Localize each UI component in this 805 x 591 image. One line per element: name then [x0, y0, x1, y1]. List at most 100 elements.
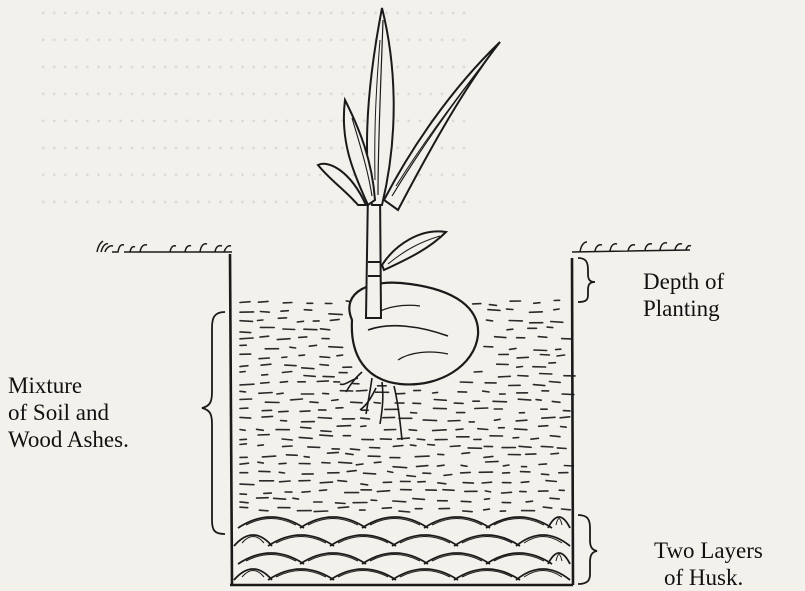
soil-dash — [240, 302, 250, 303]
soil-dash — [444, 475, 452, 476]
soil-dash — [279, 411, 288, 412]
soil-dash — [551, 322, 563, 323]
soil-dash — [488, 310, 500, 311]
soil-dash — [282, 372, 291, 373]
soil-dash — [283, 329, 295, 330]
soil-dash — [534, 350, 547, 351]
soil-dash — [347, 471, 356, 472]
soil-dash — [304, 329, 317, 330]
soil-dash — [526, 501, 532, 502]
soil-dash — [489, 305, 496, 306]
soil-dash — [240, 507, 248, 508]
soil-dash — [240, 444, 246, 445]
soil-dash — [304, 376, 315, 377]
soil-dash — [286, 455, 297, 456]
soil-dash — [423, 420, 436, 421]
soil-dash — [258, 301, 268, 302]
pit-left-wall — [230, 254, 232, 585]
soil-dash — [280, 481, 291, 482]
soil-dash — [538, 337, 547, 338]
pit-right-wall — [572, 258, 573, 585]
soil-dash — [262, 416, 273, 417]
soil-dash — [283, 446, 293, 447]
label-depth-line-1: Depth of — [643, 268, 724, 295]
soil-dash — [483, 391, 489, 392]
soil-dash — [258, 445, 264, 446]
soil-dash — [484, 456, 493, 457]
soil-dash — [364, 473, 376, 474]
soil-dash — [557, 448, 566, 449]
soil-dash — [240, 463, 249, 464]
soil-dash — [463, 511, 472, 512]
soil-dash — [240, 399, 252, 400]
soil-dash — [518, 399, 531, 400]
soil-dash — [320, 365, 328, 366]
soil-dash — [499, 376, 511, 377]
soil-dash — [542, 417, 555, 418]
soil-dash — [557, 355, 565, 356]
soil-dash — [552, 401, 560, 402]
mixture-brace — [202, 312, 225, 534]
soil-dash — [240, 484, 254, 485]
label-mixture-line-2: of Soil and — [8, 399, 129, 426]
soil-dash — [433, 430, 447, 431]
soil-dash — [282, 439, 292, 440]
soil-dash — [262, 375, 268, 376]
soil-dash — [547, 327, 553, 328]
soil-dash — [562, 509, 571, 510]
soil-dash — [321, 431, 331, 432]
soil-dash — [502, 492, 512, 493]
husk-brace — [578, 515, 597, 584]
label-mixture-line-1: Mixture — [8, 372, 129, 399]
soil-dash — [393, 467, 407, 468]
soil-dash — [443, 490, 454, 491]
soil-dash — [314, 511, 328, 512]
soil-dash — [329, 347, 343, 348]
soil-dash — [336, 503, 346, 504]
soil-dash — [278, 318, 286, 319]
soil-dash — [517, 367, 523, 368]
soil-dash — [310, 402, 318, 403]
soil-dash — [521, 482, 529, 483]
soil-dash — [260, 336, 269, 337]
soil-dash — [240, 321, 253, 322]
soil-dash — [484, 509, 490, 510]
soil-dash — [328, 452, 339, 453]
soil-dash — [304, 457, 309, 458]
soil-dash — [300, 411, 310, 412]
soil-dash — [318, 418, 331, 419]
soil-dash — [516, 420, 527, 421]
soil-dash — [337, 355, 343, 356]
soil-dash — [308, 447, 320, 448]
soil-dash — [259, 510, 268, 511]
soil-dash — [413, 499, 425, 500]
soil-dash — [320, 435, 333, 436]
soil-dash — [279, 463, 286, 464]
soil-dash — [338, 507, 348, 508]
soil-dash — [240, 417, 251, 418]
soil-dash — [417, 466, 428, 467]
soil-dash — [279, 472, 284, 473]
soil-dash — [550, 436, 560, 437]
soil-dash — [493, 401, 507, 402]
soil-dash — [388, 471, 393, 472]
label-husk-layers: Two Layers of Husk. — [654, 537, 763, 591]
soil-dash — [339, 462, 352, 463]
seedling-leaves — [318, 8, 500, 270]
husk-layers — [234, 517, 570, 580]
soil-dash — [539, 426, 548, 427]
soil-dash — [240, 332, 251, 333]
soil-dash — [495, 337, 506, 338]
soil-dash — [482, 482, 492, 483]
soil-dash — [560, 417, 570, 418]
soil-dash — [280, 382, 287, 383]
label-soil-mixture: Mixture of Soil and Wood Ashes. — [8, 372, 129, 453]
soil-dash — [433, 392, 438, 393]
soil-dash — [259, 393, 272, 394]
soil-dash — [415, 456, 429, 457]
soil-dash — [518, 376, 528, 377]
soil-dash — [257, 429, 264, 430]
soil-dash — [407, 476, 416, 477]
soil-dash — [309, 345, 316, 346]
soil-dash — [240, 338, 253, 339]
